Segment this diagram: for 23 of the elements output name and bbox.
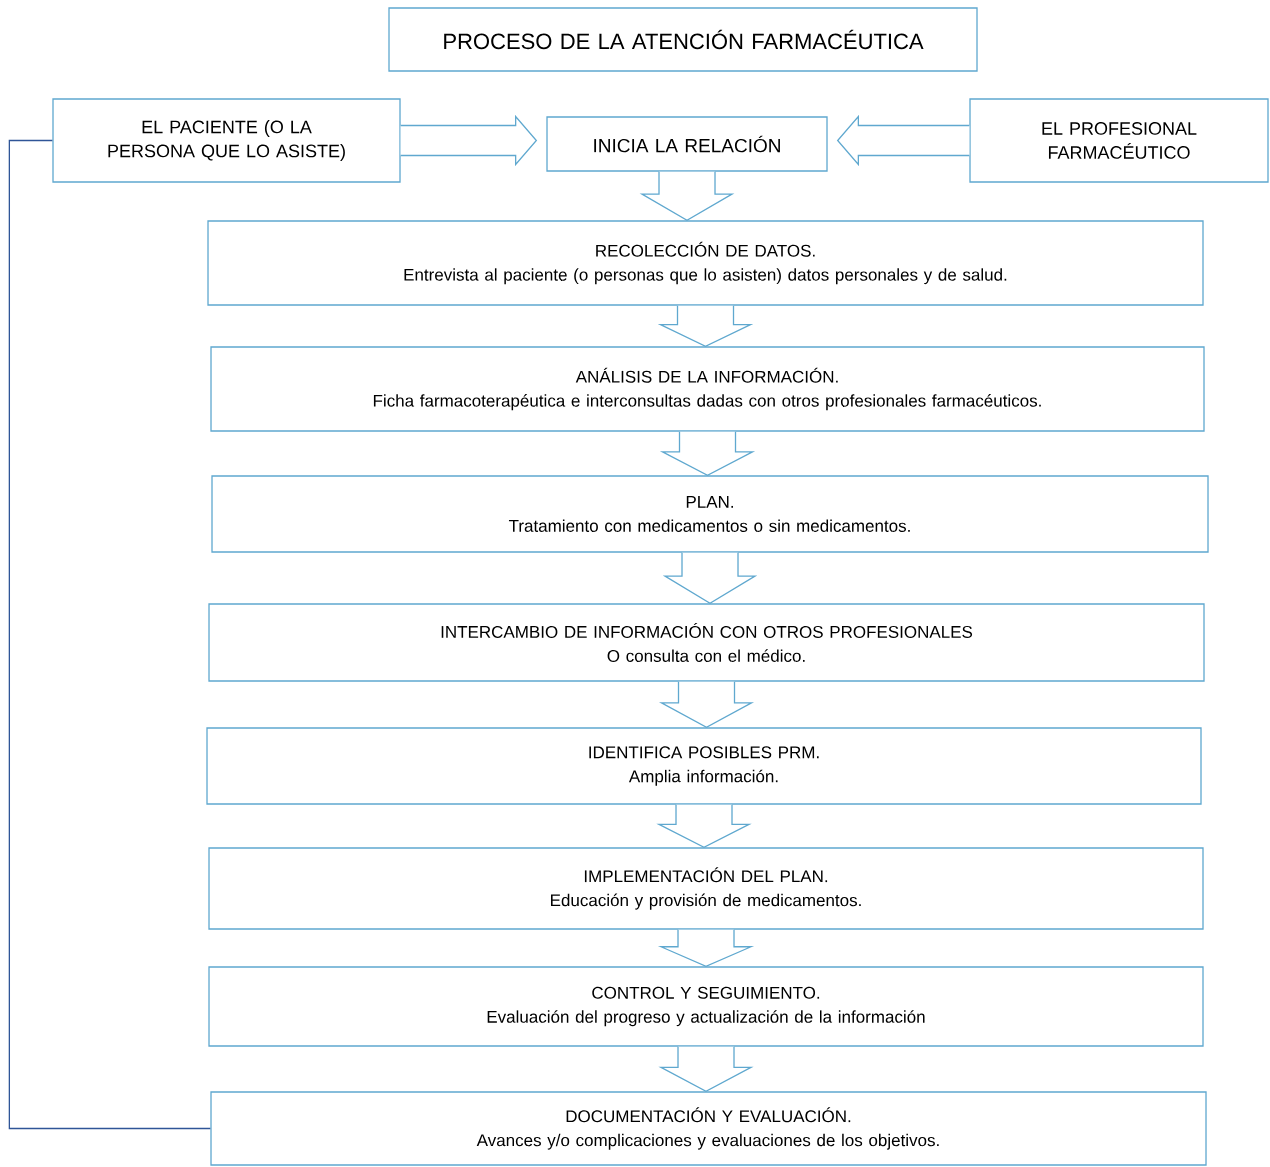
process-box: INTERCAMBIO DE INFORMACIÓN CON OTROS PROFESIONALES O consulta con el médico.	[208, 603, 1205, 682]
process-box: IMPLEMENTACIÓN DEL PLAN. Educación y provisión de medicamentos.	[208, 847, 1204, 930]
process-box: DOCUMENTACIÓN Y EVALUACIÓN. Avances y/o complicaciones y evaluaciones de los objetivos.	[210, 1091, 1207, 1166]
block-arrow	[639, 171, 735, 222]
block-arrow	[658, 1046, 754, 1093]
title-box: PROCESO DE LA ATENCIÓN FARMACÉUTICA	[388, 7, 978, 72]
process-box: PLAN. Tratamiento con medicamentos o sin medicamentos.	[211, 475, 1209, 553]
block-arrow	[656, 804, 752, 849]
block-arrow	[657, 305, 754, 348]
actor-box: EL PROFESIONAL FARMACÉUTICO	[969, 98, 1269, 183]
process-box: IDENTIFICA POSIBLES PRM. Amplia información.	[206, 727, 1202, 805]
start-box: INICIA LA RELACIÓN	[546, 116, 828, 172]
actor-box: EL PACIENTE (O LA PERSONA QUE LO ASISTE)	[52, 98, 401, 183]
block-arrow	[657, 929, 755, 968]
block-arrow	[658, 681, 755, 729]
block-arrow	[400, 114, 538, 167]
process-box: ANÁLISIS DE LA INFORMACIÓN. Ficha farmacoterapéutica e interconsultas dadas con otros profesionales farmacéuticos.	[210, 346, 1205, 432]
block-arrow	[836, 114, 970, 167]
connector-line	[8, 139, 211, 1130]
block-arrow	[662, 552, 758, 605]
block-arrow	[659, 431, 756, 477]
process-box: RECOLECCIÓN DE DATOS. Entrevista al paciente (o personas que lo asisten) datos personales y de salud.	[207, 220, 1204, 306]
process-box: CONTROL Y SEGUIMIENTO. Evaluación del progreso y actualización de la información	[208, 966, 1204, 1047]
